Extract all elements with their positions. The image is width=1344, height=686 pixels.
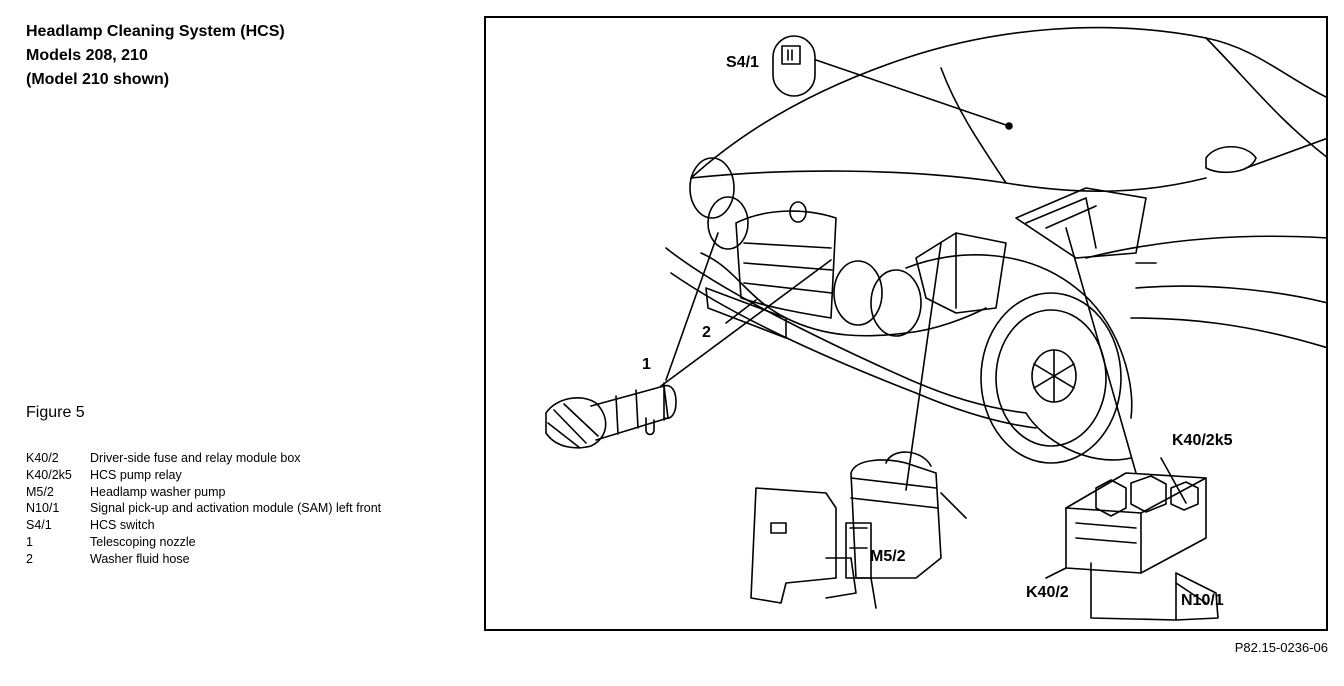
legend-desc: Washer fluid hose	[90, 551, 190, 566]
legend-code: 1	[26, 534, 33, 549]
legend-row: K40/2k5 HCS pump relay	[26, 467, 381, 484]
callout-n10-1: N10/1	[1181, 592, 1224, 609]
legend-desc: Driver-side fuse and relay module box	[90, 451, 301, 465]
callout-nozzle: 1	[642, 356, 651, 373]
title-line-2: Models 208, 210	[26, 47, 148, 64]
diagram-panel: S4/1 K40/2k5 M5/2 K40/2 N10/1 1 2	[484, 16, 1328, 631]
callout-k40-2k5: K40/2k5	[1172, 432, 1233, 449]
legend-code: K40/2k5	[26, 467, 72, 482]
legend-desc: HCS pump relay	[90, 467, 182, 482]
car-illustration	[665, 26, 1326, 464]
legend-desc: Headlamp washer pump	[90, 484, 226, 499]
title-line-3: (Model 210 shown)	[26, 71, 170, 88]
legend-row: K40/2 Driver-side fuse and relay module …	[26, 450, 381, 467]
relay-module-illustration	[1045, 457, 1219, 621]
legend-code: N10/1	[26, 501, 60, 516]
callout-s4-1: S4/1	[726, 54, 759, 71]
legend-code: K40/2	[26, 451, 59, 465]
legend-row: N10/1 Signal pick-up and activation modu…	[26, 500, 381, 517]
leader-lines	[725, 227, 1137, 491]
pump-reservoir-illustration	[750, 451, 967, 609]
title-line-1: Headlamp Cleaning System (HCS)	[26, 23, 285, 40]
figure-label: Figure 5	[26, 404, 85, 421]
legend-code: M5/2	[26, 484, 54, 499]
legend-desc: Signal pick-up and activation module (SA…	[90, 501, 382, 516]
switch-illustration	[772, 35, 1010, 127]
legend-row: 2 Washer fluid hose	[26, 551, 381, 568]
legend-row: S4/1 HCS switch	[26, 517, 381, 534]
legend: K40/2 Driver-side fuse and relay module …	[26, 450, 381, 568]
diagram-drawing	[545, 26, 1326, 621]
legend-code: S4/1	[26, 518, 52, 533]
reference-code: P82.15-0236-06	[1234, 640, 1328, 655]
callout-hose: 2	[702, 324, 711, 341]
nozzle-illustration	[545, 232, 832, 449]
legend-desc: HCS switch	[90, 518, 155, 533]
callout-k40-2: K40/2	[1026, 584, 1069, 601]
callout-m5-2: M5/2	[870, 548, 906, 565]
legend-row: 1 Telescoping nozzle	[26, 534, 381, 551]
legend-row: M5/2 Headlamp washer pump	[26, 484, 381, 501]
title-block: Headlamp Cleaning System (HCS) Models 20…	[26, 20, 285, 92]
legend-code: 2	[26, 551, 33, 566]
legend-desc: Telescoping nozzle	[90, 534, 196, 549]
